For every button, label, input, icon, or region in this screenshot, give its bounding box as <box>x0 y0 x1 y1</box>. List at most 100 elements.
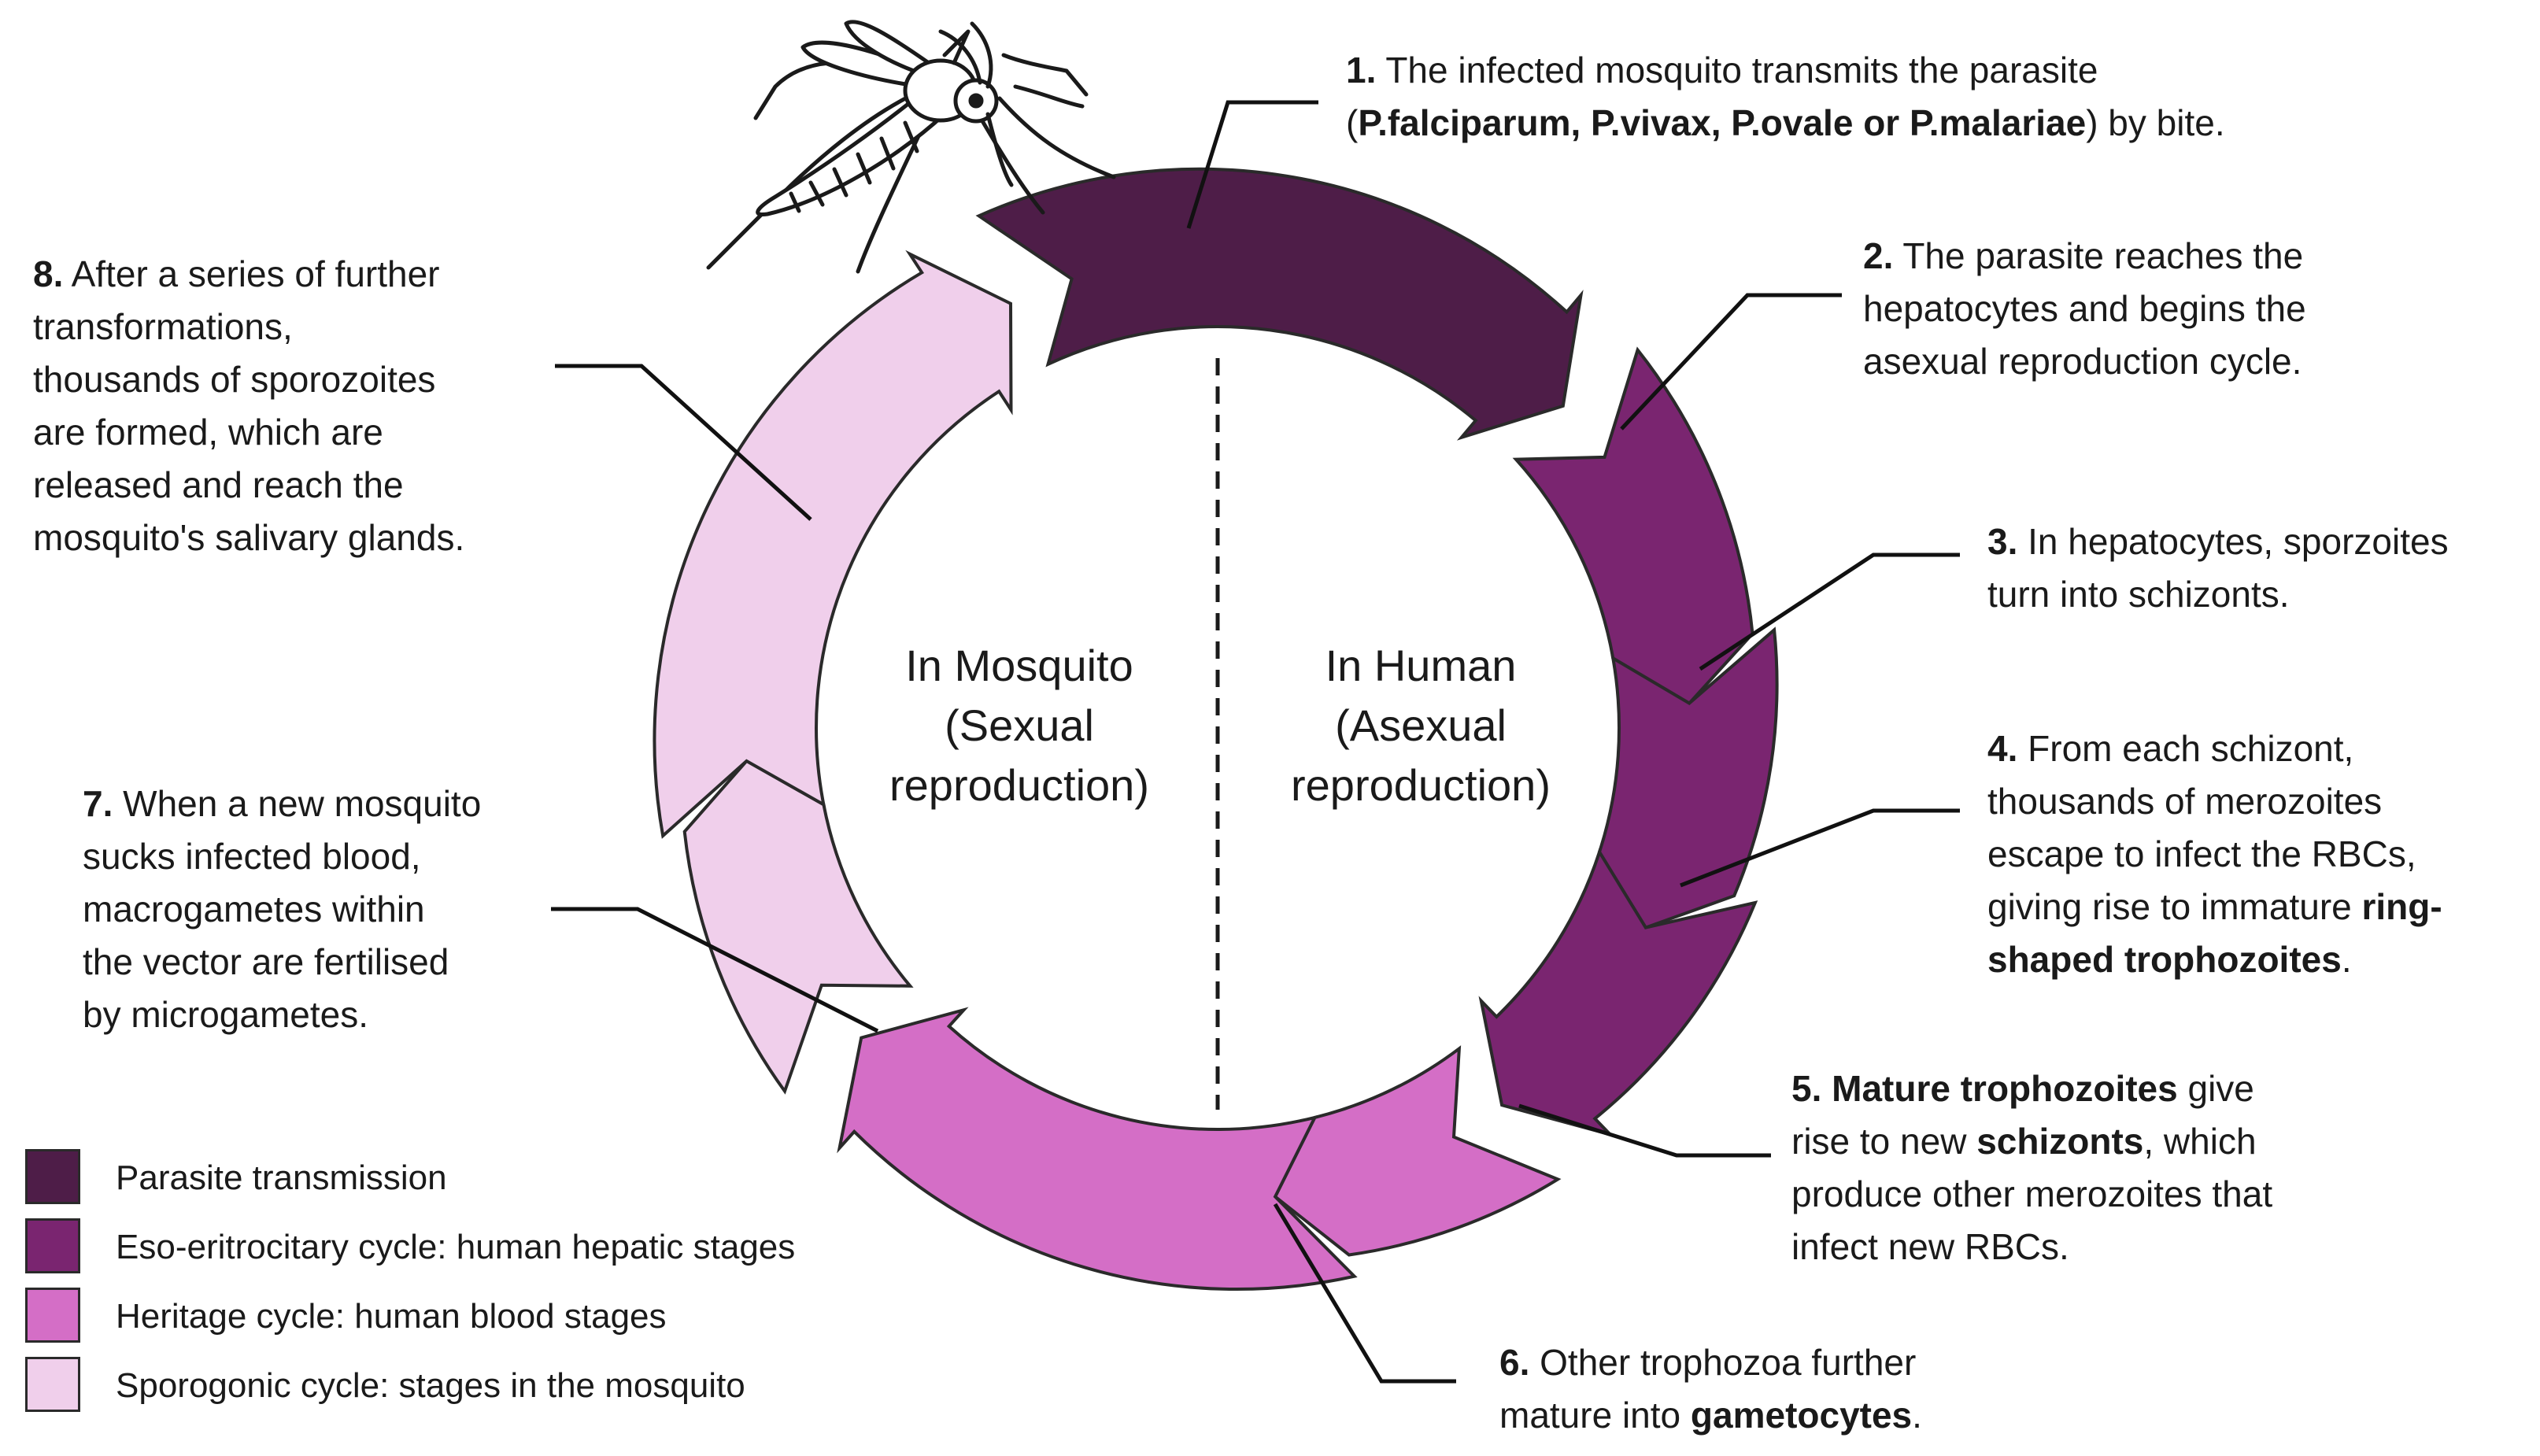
step-7-text-run: When a new mosquito <box>113 783 482 824</box>
step-5-text-run: infect new RBCs. <box>1791 1226 2069 1267</box>
step-6-text-run: gametocytes <box>1690 1395 1913 1436</box>
step-6-number: 6. <box>1499 1342 1530 1383</box>
step-2-line-2: hepatocytes and begins the <box>1863 283 2306 335</box>
step-7-text-run: the vector are fertilised <box>83 941 449 982</box>
step-5-text-run <box>1821 1068 1832 1109</box>
step-7-line-2: sucks infected blood, <box>83 830 481 883</box>
step-5-text-run: Mature trophozoites <box>1832 1068 2178 1109</box>
center-human-line-3: reproduction) <box>1291 760 1551 810</box>
step-2-number: 2. <box>1863 235 1894 276</box>
legend-swatch-mosquito <box>25 1357 80 1412</box>
step-6-text-run: mature into <box>1499 1395 1691 1436</box>
step-4-text-run: shaped trophozoites <box>1987 939 2342 980</box>
step-4-text-run: . <box>2341 939 2352 980</box>
step-8-text: 8. After a series of further transformati… <box>33 248 464 564</box>
leader-line-step2 <box>1620 293 1842 431</box>
step-8-line-5: released and reach the <box>33 459 464 512</box>
step-8-number: 8. <box>33 253 64 294</box>
ring-sector-hepatic-1 <box>1512 346 1754 706</box>
legend-swatch-transmission <box>25 1149 80 1204</box>
step-4-line-1: 4. From each schizont, <box>1987 722 2442 775</box>
step-5-text-run: schizonts <box>1976 1121 2144 1162</box>
step-3-text-run: In hepatocytes, sporzoites <box>2017 521 2449 562</box>
step-5-line-3: produce other merozoites that <box>1791 1168 2272 1221</box>
step-6-line-2: mature into gametocytes. <box>1499 1389 1922 1442</box>
step-8-text-run: transformations, <box>33 306 293 347</box>
leader-line-step7 <box>551 907 879 1033</box>
legend-swatch-hepatic <box>25 1218 80 1273</box>
center-label-human: In Human (Asexual reproduction) <box>1255 636 1586 815</box>
step-8-text-run: After a series of further <box>63 253 440 294</box>
step-7-line-3: macrogametes within <box>83 883 481 936</box>
leader-line-step4 <box>1680 808 1960 888</box>
center-human-line-1: In Human <box>1325 641 1517 690</box>
leader-lines <box>551 100 1960 1384</box>
ring-sector-mosquito-1 <box>682 759 914 1095</box>
step-4-line-3: escape to infect the RBCs, <box>1987 828 2442 881</box>
step-1-text-run: The infected mosquito transmits the para… <box>1376 50 2098 91</box>
center-mosquito-line-2: (Sexual <box>945 700 1094 750</box>
ring-sector-blood-2 <box>837 1007 1358 1292</box>
step-3-line-2: turn into schizonts. <box>1987 568 2449 621</box>
step-5-line-2: rise to new schizonts, which <box>1791 1115 2272 1168</box>
legend-label-hepatic: Eso-eritrocitary cycle: human hepatic st… <box>116 1228 796 1266</box>
step-1-line-2: (P.falciparum, P.vivax, P.ovale or P.mal… <box>1346 97 2225 150</box>
step-3-number: 3. <box>1987 521 2018 562</box>
step-4-line-2: thousands of merozoites <box>1987 775 2442 828</box>
step-7-number: 7. <box>83 783 113 824</box>
center-human-line-2: (Asexual <box>1335 700 1507 750</box>
step-5-text-run: , which <box>2143 1121 2257 1162</box>
step-8-text-run: thousands of sporozoites <box>33 359 436 400</box>
step-8-line-3: thousands of sporozoites <box>33 353 464 406</box>
step-4-line-4: giving rise to immature ring- <box>1987 881 2442 933</box>
step-8-line-6: mosquito's salivary glands. <box>33 512 464 564</box>
legend-label-transmission: Parasite transmission <box>116 1159 447 1197</box>
step-6-text-run: Other trophozoa further <box>1529 1342 1917 1383</box>
step-2-text-run: The parasite reaches the <box>1893 235 2304 276</box>
leader-line-step3 <box>1699 552 1960 671</box>
step-5-text-run: rise to new <box>1791 1121 1977 1162</box>
center-mosquito-line-1: In Mosquito <box>905 641 1133 690</box>
step-1-text-run: ( <box>1346 102 1359 143</box>
leader-line-step1 <box>1186 100 1318 229</box>
step-7-text-run: macrogametes within <box>83 889 425 929</box>
ring-sector-transmission <box>975 167 1584 441</box>
step-2-line-3: asexual reproduction cycle. <box>1863 335 2306 388</box>
step-1-line-1: 1. The infected mosquito transmits the p… <box>1346 44 2225 97</box>
step-2-line-1: 2. The parasite reaches the <box>1863 230 2306 283</box>
step-7-line-5: by microgametes. <box>83 989 481 1041</box>
step-4-text-run: From each schizont, <box>2017 728 2354 769</box>
step-2-text-run: asexual reproduction cycle. <box>1863 341 2302 382</box>
step-7-text-run: by microgametes. <box>83 994 369 1035</box>
step-4-text-run: thousands of merozoites <box>1987 781 2383 822</box>
legend-swatch-blood <box>25 1288 80 1343</box>
step-1-number: 1. <box>1346 50 1377 91</box>
legend-label-blood: Heritage cycle: human blood stages <box>116 1297 667 1336</box>
center-mosquito-line-3: reproduction) <box>889 760 1149 810</box>
step-5-text-run: produce other merozoites that <box>1791 1173 2273 1214</box>
step-4-text-run: ring- <box>2361 886 2442 927</box>
step-1-text: 1. The infected mosquito transmits the p… <box>1346 44 2225 150</box>
step-7-text-run: sucks infected blood, <box>83 836 421 877</box>
step-5-line-4: infect new RBCs. <box>1791 1221 2272 1273</box>
center-label-mosquito: In Mosquito (Sexual reproduction) <box>854 636 1185 815</box>
step-8-text-run: released and reach the <box>33 464 404 505</box>
step-8-line-2: transformations, <box>33 301 464 353</box>
step-1-text-run: ) by bite. <box>2086 102 2225 143</box>
mosquito-icon <box>706 20 1116 274</box>
leader-line-step8 <box>555 364 812 521</box>
step-8-text-run: mosquito's salivary glands. <box>33 517 465 558</box>
step-3-line-1: 3. In hepatocytes, sporzoites <box>1987 516 2449 568</box>
step-4-text-run: giving rise to immature <box>1987 886 2362 927</box>
step-6-text: 6. Other trophozoa further mature into ga… <box>1499 1336 1922 1442</box>
ring-sector-mosquito-2 <box>653 249 1013 839</box>
step-7-text: 7. When a new mosquito sucks infected blo… <box>83 778 481 1041</box>
step-5-text-run: give <box>2177 1068 2254 1109</box>
leader-line-step6 <box>1273 1203 1456 1384</box>
cycle-ring <box>653 167 1779 1292</box>
legend-label-mosquito: Sporogonic cycle: stages in the mosquito <box>116 1366 745 1405</box>
step-1-text-run: P.falciparum, P.vivax, P.ovale or P.mala… <box>1358 102 2087 143</box>
